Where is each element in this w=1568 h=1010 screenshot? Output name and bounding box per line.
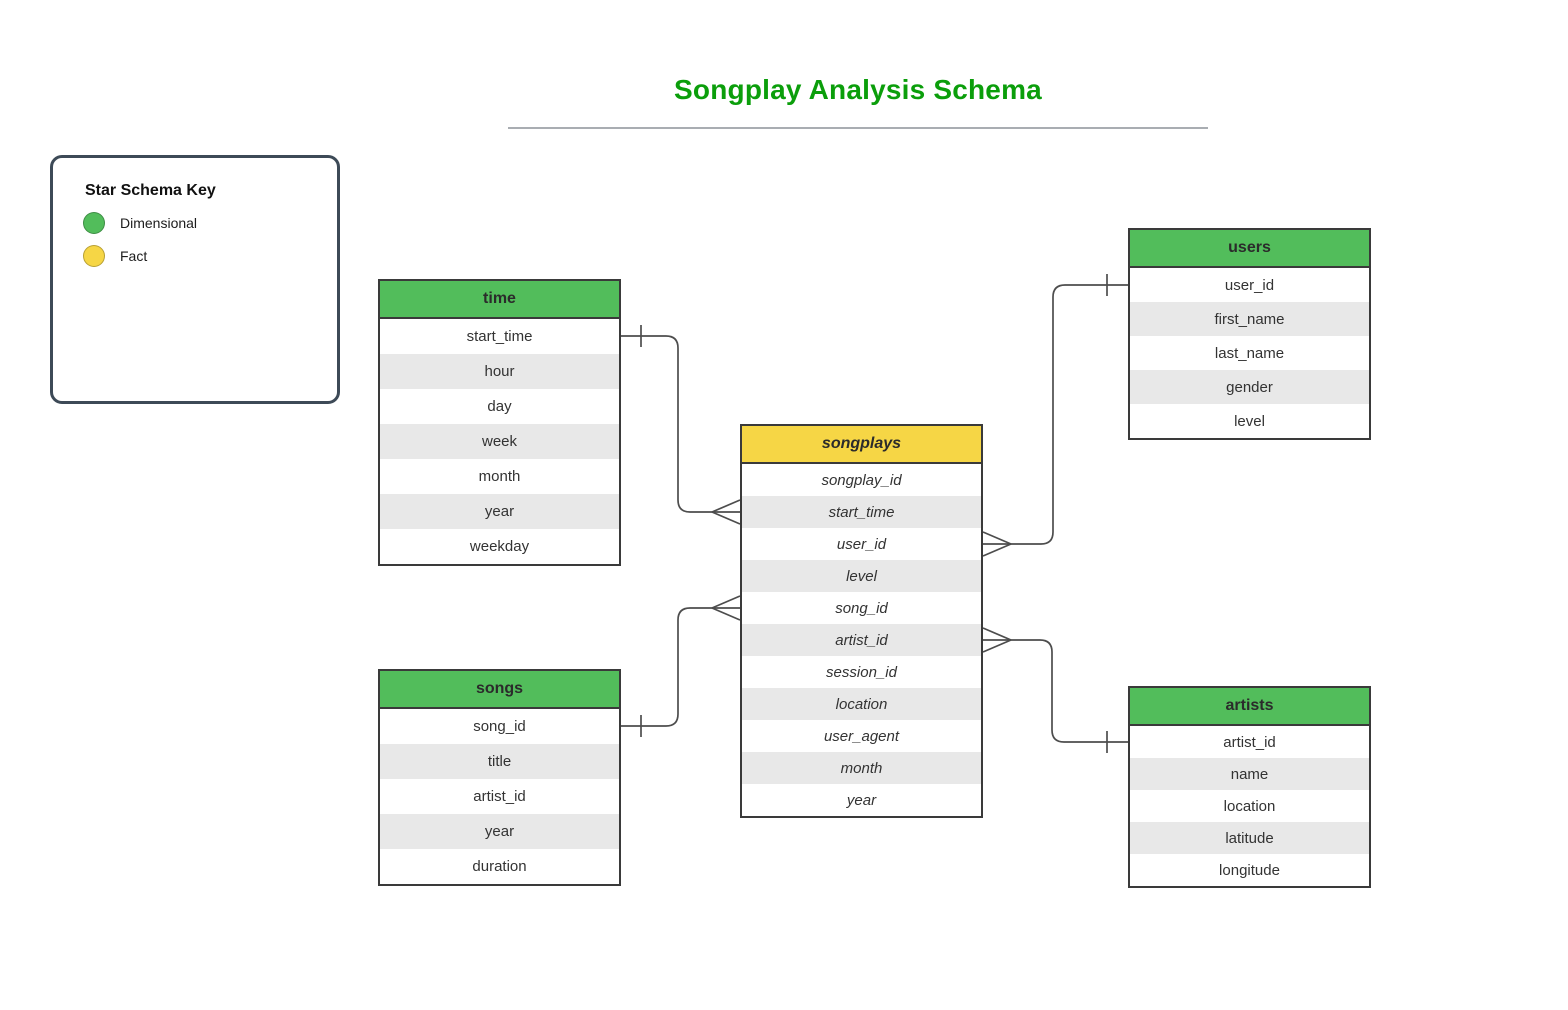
table-header-users: users [1130,230,1369,268]
field-row-location: location [742,688,981,720]
connector-time-songplays [621,325,741,525]
field-row-songplay_id: songplay_id [742,464,981,496]
table-header-songs: songs [380,671,619,709]
dimensional-color-swatch-icon [83,212,105,234]
field-row-day: day [380,389,619,424]
field-row-name: name [1130,758,1369,790]
connector-songplays-users [982,274,1128,557]
legend-box[interactable]: Star Schema Key Dimensional Fact [50,155,340,404]
field-row-user_id: user_id [1130,268,1369,302]
connector-songplays-artists [982,627,1128,753]
field-row-song_id: song_id [742,592,981,624]
field-row-last_name: last_name [1130,336,1369,370]
field-row-duration: duration [380,849,619,884]
field-row-month: month [380,459,619,494]
legend-label-dimensional: Dimensional [120,215,198,231]
table-header-artists: artists [1130,688,1369,726]
field-row-week: week [380,424,619,459]
field-row-song_id: song_id [380,709,619,744]
field-row-user_agent: user_agent [742,720,981,752]
field-row-year: year [742,784,981,816]
field-row-year: year [380,494,619,529]
connector-songs-songplays [621,595,741,737]
field-row-artist_id: artist_id [742,624,981,656]
field-row-latitude: latitude [1130,822,1369,854]
field-row-level: level [742,560,981,592]
fact-color-swatch-icon [83,245,105,267]
table-header-songplays: songplays [742,426,981,464]
field-row-session_id: session_id [742,656,981,688]
page-title: Songplay Analysis Schema [674,74,1042,105]
field-row-artist_id: artist_id [380,779,619,814]
field-row-gender: gender [1130,370,1369,404]
legend-title: Star Schema Key [85,182,216,199]
field-row-level: level [1130,404,1369,438]
field-row-weekday: weekday [380,529,619,564]
field-row-month: month [742,752,981,784]
field-row-user_id: user_id [742,528,981,560]
legend-item-fact: Fact [83,245,337,267]
field-row-longitude: longitude [1130,854,1369,886]
field-row-start_time: start_time [380,319,619,354]
legend-item-dimensional: Dimensional [83,212,337,234]
legend-label-fact: Fact [120,248,148,264]
field-row-start_time: start_time [742,496,981,528]
field-row-title: title [380,744,619,779]
field-row-first_name: first_name [1130,302,1369,336]
field-row-artist_id: artist_id [1130,726,1369,758]
table-header-time: time [380,281,619,319]
title-underline [508,127,1208,129]
field-row-hour: hour [380,354,619,389]
field-row-year: year [380,814,619,849]
field-row-location: location [1130,790,1369,822]
